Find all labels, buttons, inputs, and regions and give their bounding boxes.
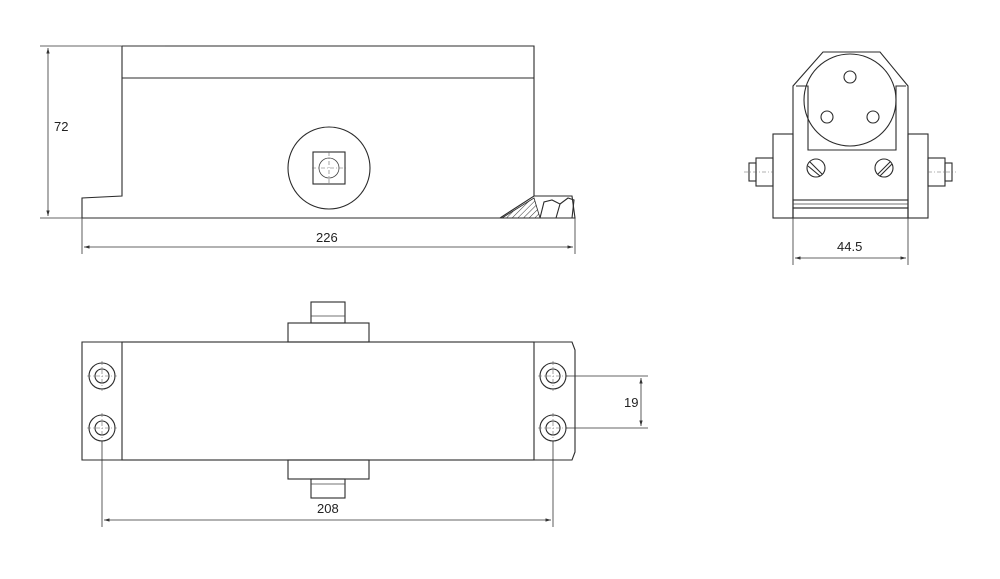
dimension-height-label: 72 xyxy=(54,119,68,134)
dimension-hole-spacing-horizontal: 208 xyxy=(101,441,554,527)
screw-icon xyxy=(874,158,894,178)
mounting-hole xyxy=(538,413,568,443)
end-view: 44.5 xyxy=(744,51,956,265)
mounting-hole xyxy=(87,413,117,443)
screw-icon xyxy=(806,158,826,178)
adjustment-valve xyxy=(287,126,371,210)
dimension-hole-spacing-horizontal-label: 208 xyxy=(317,501,339,516)
dimension-height: 72 xyxy=(40,45,165,219)
top-view: 19 208 xyxy=(81,301,648,527)
section-hatch xyxy=(500,197,541,219)
dimension-length-label: 226 xyxy=(316,230,338,245)
dimension-length: 226 xyxy=(81,218,576,254)
dimension-hole-spacing-vertical: 19 xyxy=(566,375,648,429)
mounting-hole xyxy=(87,361,117,391)
dimension-width-label: 44.5 xyxy=(837,239,862,254)
side-view: 72 226 xyxy=(40,45,576,254)
dimension-width: 44.5 xyxy=(792,218,909,265)
dimension-hole-spacing-vertical-label: 19 xyxy=(624,395,638,410)
mounting-hole xyxy=(538,361,568,391)
